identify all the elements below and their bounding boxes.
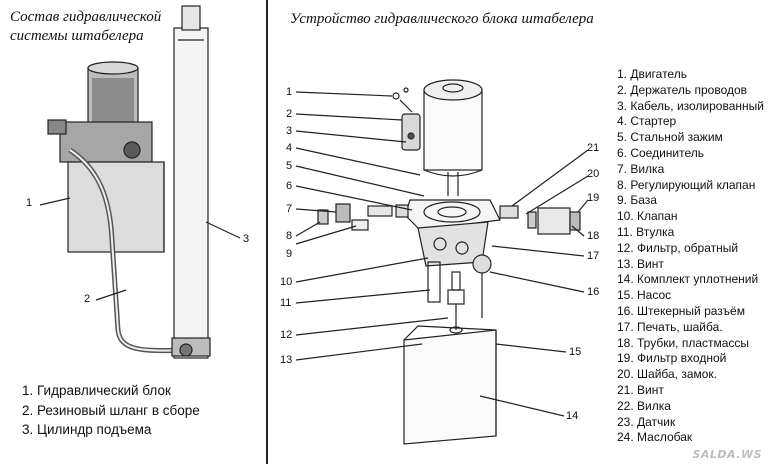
legend-item: 3. Кабель, изолированный: [617, 98, 764, 113]
side-fittings-drawing: [317, 203, 581, 235]
legend-item: 21. Винт: [617, 382, 664, 397]
legend-item: 1. Двигатель: [617, 67, 687, 81]
callout-14: 14: [566, 410, 579, 422]
callout-5: 5: [286, 160, 293, 172]
right-legend: 1. Двигатель 2. Держатель проводов 3. Ка…: [617, 67, 764, 446]
callout-lift-cylinder: 3: [243, 233, 250, 245]
hydraulic-unit-drawing: [47, 61, 165, 253]
rubber-hose-drawing: [68, 147, 186, 354]
legend-item: 4. Стартер: [617, 114, 677, 129]
callout-2: 2: [286, 108, 293, 120]
legend-item: 20. Шайба, замок.: [617, 367, 718, 382]
pump-and-filter-drawing: [427, 254, 492, 334]
lift-cylinder-drawing: [171, 5, 211, 359]
legend-item: 1. Гидравлический блок: [22, 383, 171, 398]
motor-drawing: [423, 79, 483, 196]
legend-item: 12. Фильтр, обратный: [617, 240, 739, 255]
legend-item: 10. Клапан: [617, 209, 678, 224]
callout-6: 6: [286, 180, 293, 192]
callout-13: 13: [280, 354, 293, 366]
base-drawing: [404, 199, 501, 267]
callout-4: 4: [286, 142, 293, 154]
callout-8: 8: [286, 230, 293, 242]
legend-item: 19. Фильтр входной: [617, 351, 727, 366]
legend-item: 11. Втулка: [617, 224, 675, 239]
callout-19: 19: [587, 192, 600, 204]
callout-12: 12: [280, 329, 293, 341]
callout-7: 7: [286, 203, 293, 215]
legend-item: 2. Держатель проводов: [617, 82, 748, 97]
legend-item: 13. Винт: [617, 256, 664, 271]
callout-17: 17: [587, 250, 600, 262]
callout-20: 20: [587, 168, 600, 180]
legend-item: 7. Вилка: [617, 161, 665, 176]
left-legend: 1. Гидравлический блок 2. Резиновый шлан…: [22, 381, 200, 440]
legend-item: 3. Цилиндр подъема: [22, 422, 152, 437]
callout-rubber-hose: 2: [84, 293, 91, 305]
callout-3: 3: [286, 125, 293, 137]
watermark: SALDA.WS: [692, 448, 762, 461]
legend-item: 9. База: [617, 193, 657, 208]
callout-11: 11: [280, 297, 292, 309]
callout-21: 21: [587, 142, 600, 154]
callout-15: 15: [569, 346, 582, 358]
legend-item: 5. Стальной зажим: [617, 130, 723, 145]
callout-9: 9: [286, 248, 293, 260]
legend-item: 8. Регулирующий клапан: [617, 177, 756, 192]
legend-item: 24. Маслобак: [617, 430, 693, 445]
legend-item: 17. Печать, шайба.: [617, 319, 723, 334]
callout-16: 16: [587, 286, 600, 298]
callout-10: 10: [280, 276, 293, 288]
right-panel-title: Устройство гидравлического блока штабеле…: [290, 11, 594, 27]
callout-18: 18: [587, 230, 600, 242]
oil-tank-drawing: [403, 325, 497, 445]
callout-1: 1: [286, 86, 293, 98]
callout-hydraulic-unit: 1: [26, 197, 33, 209]
left-panel-title: Состав гидравлической системы штабелера: [10, 9, 162, 44]
panel-divider: [266, 0, 268, 464]
legend-item: 15. Насос: [617, 288, 672, 303]
legend-item: 22. Вилка: [617, 398, 671, 413]
legend-item: 2. Резиновый шланг в сборе: [22, 402, 200, 418]
starter-drawing: [392, 87, 421, 151]
legend-item: 23. Датчик: [617, 414, 676, 429]
legend-item: 6. Соединитель: [617, 145, 705, 160]
legend-item: 16. Штекерный разъём: [617, 303, 745, 318]
legend-item: 18. Трубки, пластмассы: [617, 335, 750, 350]
legend-item: 14. Комплект уплотнений: [617, 272, 759, 287]
